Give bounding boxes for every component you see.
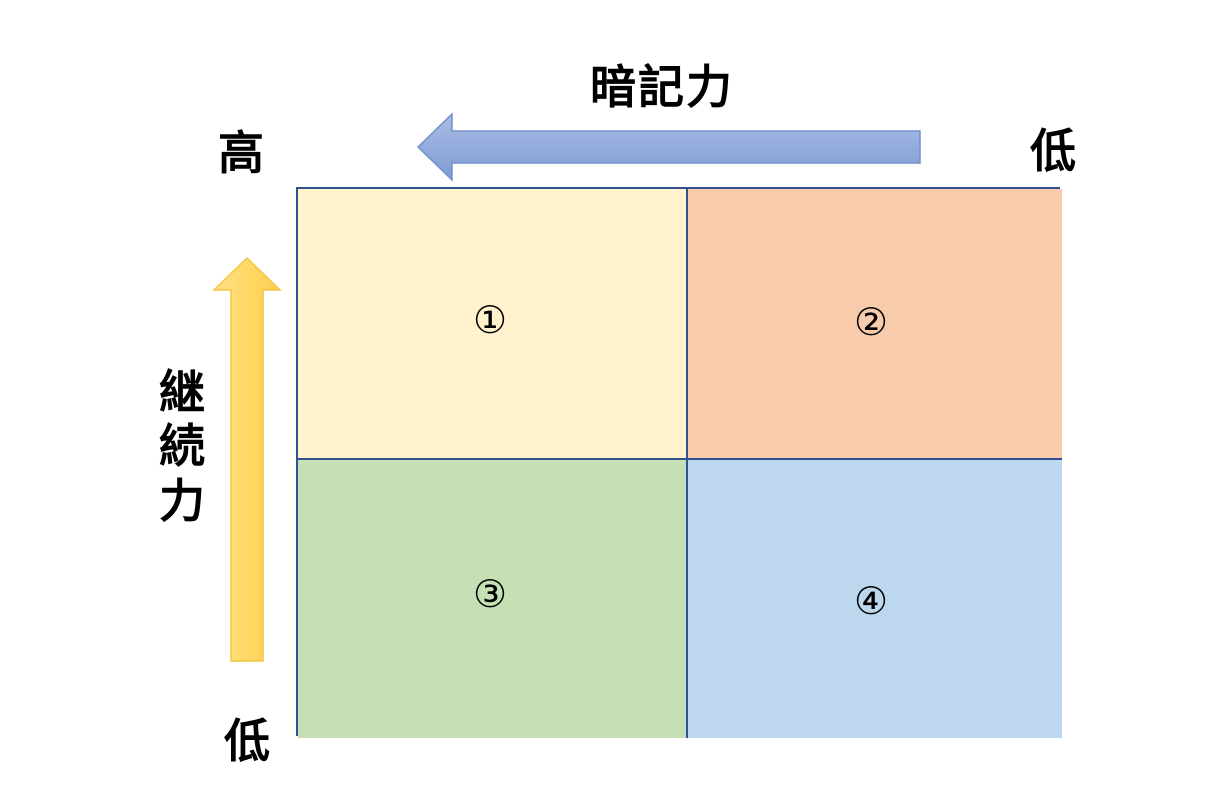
- left-arrow-icon: [416, 112, 921, 182]
- quadrant-1-label: ①: [473, 298, 508, 342]
- high-label: 高: [218, 126, 264, 180]
- quadrant-1: ①: [298, 189, 688, 460]
- memory-low-label: 低: [1030, 124, 1076, 178]
- quadrant-grid: ① ② ③ ④: [296, 187, 1062, 738]
- quadrant-4-label: ④: [854, 579, 889, 623]
- memory-axis-title: 暗記力: [590, 60, 734, 114]
- quadrant-2: ②: [688, 189, 1062, 460]
- quadrant-2-label: ②: [854, 300, 889, 344]
- quadrant-3-label: ③: [473, 572, 508, 616]
- up-arrow-icon: [212, 256, 282, 662]
- continuity-low-label: 低: [224, 714, 270, 768]
- continuity-axis-title: 継続力: [159, 365, 205, 528]
- quadrant-4: ④: [688, 460, 1062, 738]
- quadrant-3: ③: [298, 460, 688, 738]
